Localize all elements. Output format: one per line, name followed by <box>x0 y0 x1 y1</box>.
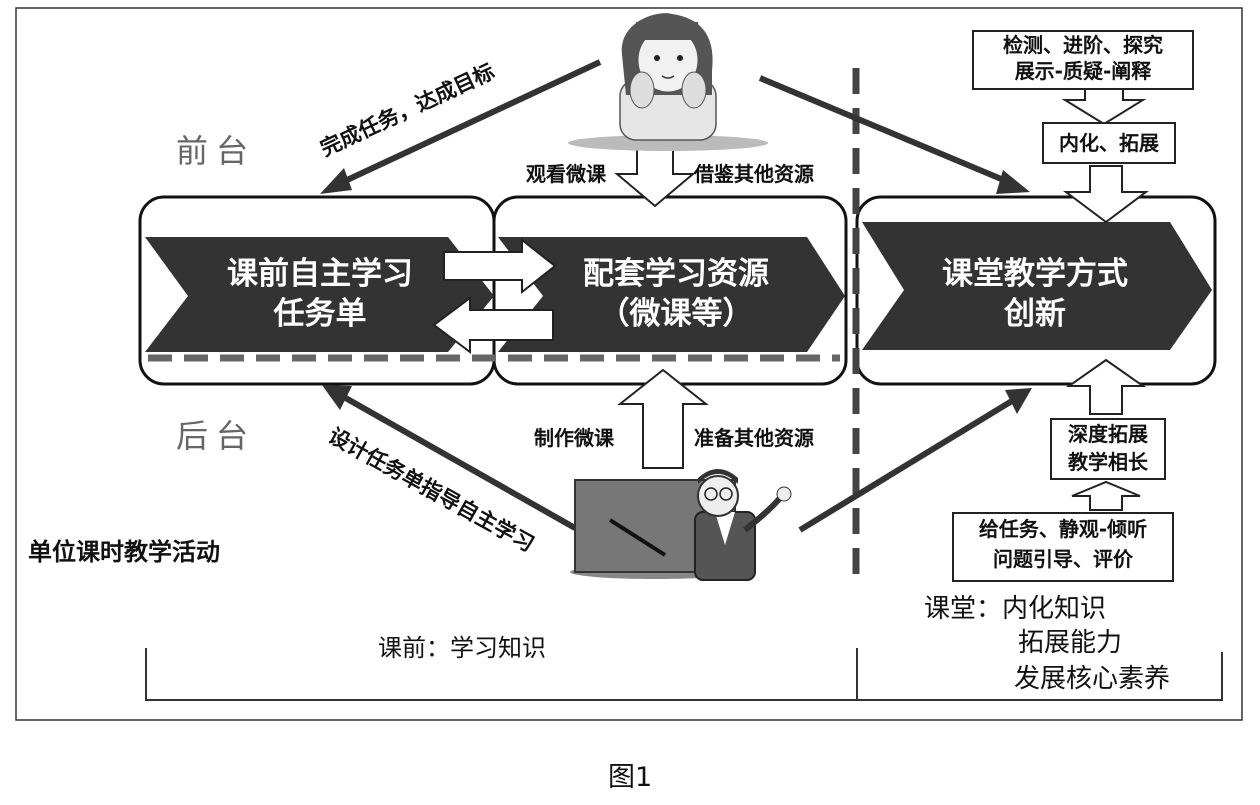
label-front-stage: 前台 <box>176 132 257 170</box>
label-classroom-2: 拓展能力 <box>1018 628 1123 658</box>
chevron-task-sheet <box>145 237 494 352</box>
label-unit-activity: 单位课时教学活动 <box>28 538 220 566</box>
chevron-classroom <box>862 222 1212 350</box>
arrow-down-watch <box>614 147 696 208</box>
arrowhead-classroom-bottom <box>1005 388 1032 414</box>
arrow-line-complete <box>328 59 602 191</box>
bracket-pre-class <box>145 648 858 701</box>
box-internalize: 内化、拓展 <box>1042 122 1176 164</box>
chevron-task-sheet-text: 课前自主学习 任务单 <box>227 256 413 332</box>
arrow-deep-to-chevron <box>1065 358 1147 415</box>
box-give-task: 给任务、静观-倾听 问题引导、评价 <box>952 512 1174 582</box>
label-classroom-1: 课堂：内化知识 <box>924 594 1107 624</box>
chevron-resources <box>498 237 845 352</box>
arrow-left-to-task-sheet <box>432 296 554 354</box>
box-deep-extend: 深度拓展 教学相长 <box>1050 418 1166 480</box>
figure-caption: 图1 <box>608 762 653 793</box>
arrow-line-to-classroom-top <box>758 75 1020 189</box>
arrow-right-to-resources <box>443 237 557 295</box>
label-pre-class: 课前：学习知识 <box>378 634 546 662</box>
arrow-line-to-classroom-bottom <box>798 393 1022 533</box>
teacher-illustration <box>570 469 792 581</box>
label-prepare-resources: 准备其他资源 <box>694 426 814 450</box>
chevron-classroom-text: 课堂教学方式 创新 <box>942 256 1128 332</box>
arrowhead-classroom-top <box>996 170 1030 194</box>
chevron-resources-text: 配套学习资源 （微课等） <box>583 256 769 332</box>
bracket-classroom <box>857 652 1223 701</box>
box-check-advance: 检测、进阶、探究 展示-质疑-阐释 <box>972 30 1194 90</box>
arrow-internalize-to-chevron <box>1063 165 1149 224</box>
label-classroom-3: 发展核心素养 <box>1014 664 1171 694</box>
arrowhead-complete <box>320 168 352 194</box>
arrow-line-design <box>333 389 577 531</box>
student-illustration <box>568 13 768 151</box>
label-back-stage: 后台 <box>176 417 257 455</box>
outer-frame <box>15 7 1243 721</box>
arrowhead-design <box>322 385 352 410</box>
arrow-bottom-to-deep <box>1071 480 1141 511</box>
label-borrow-resources: 借鉴其他资源 <box>694 162 814 186</box>
arrow-up-make <box>617 368 709 469</box>
label-watch-micro: 观看微课 <box>526 162 606 186</box>
arrow-top-to-internalize <box>1061 83 1147 126</box>
label-make-micro: 制作微课 <box>534 426 614 450</box>
